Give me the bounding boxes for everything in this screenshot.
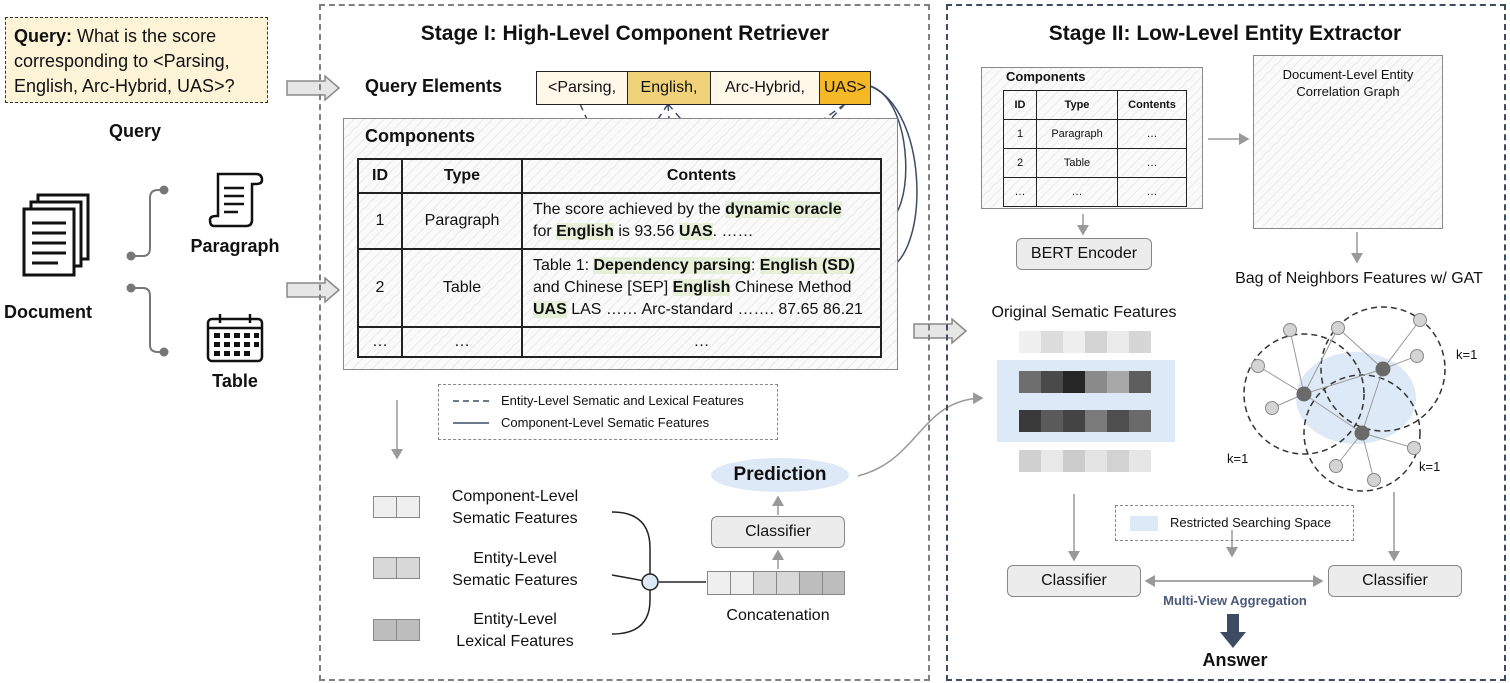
legend-line-icons — [453, 400, 489, 424]
document-label: Document — [3, 302, 92, 322]
query-caption: Query — [108, 121, 162, 141]
row2-contents: Table 1: Dependency parsing: English (SD… — [521, 248, 882, 328]
stage1-title: Stage I: High-Level Component Retriever — [420, 22, 830, 45]
stage1-classifier: Classifier — [711, 516, 845, 548]
query-to-stage1-arrow — [286, 74, 341, 102]
bert-encoder: BERT Encoder — [1016, 238, 1152, 270]
paragraph-label: Paragraph — [190, 236, 280, 256]
k-label-2: k=1 — [1227, 451, 1249, 466]
table-row: 2 Table Table 1: Dependency parsing: Eng… — [357, 248, 882, 328]
entity-graph-box — [1253, 55, 1443, 229]
prediction-label: Prediction — [711, 458, 849, 492]
doc-tree-upper — [131, 189, 164, 257]
stage2-classifier-right: Classifier — [1328, 565, 1462, 597]
table-row: 1 Paragraph The score achieved by the dy… — [357, 192, 882, 250]
concatenation-label: Concatenation — [726, 607, 830, 624]
legend-dashed-label: Entity-Level Sematic and Lexical Feature… — [501, 393, 744, 408]
stage1-panel — [319, 4, 930, 681]
stage1-components-table: ID Type Contents 1 Paragraph The score a… — [357, 158, 882, 358]
concatenation-strip — [707, 571, 845, 595]
scroll-icon — [208, 172, 264, 228]
answer-arrow — [1220, 614, 1246, 648]
bag-of-neighbors-label: Bag of Neighbors Features w/ GAT — [1235, 270, 1483, 287]
gat-neighbors — [1243, 306, 1446, 492]
stage2-title: Stage II: Low-Level Entity Extractor — [1048, 22, 1402, 45]
query-element-parsing: <Parsing, — [536, 71, 628, 105]
document-to-stage1-arrow — [286, 276, 341, 304]
stage1-legend: Entity-Level Sematic and Lexical Feature… — [438, 384, 778, 440]
query-element-arc-hybrid: Arc-Hybrid, — [710, 71, 820, 105]
col-header-type: Type — [401, 158, 523, 194]
table-row: ……… — [1003, 177, 1187, 207]
query-box: Query: What is the score corresponding t… — [5, 17, 268, 103]
table-row: … … … — [357, 326, 882, 358]
document-icon — [22, 193, 90, 277]
restricted-swatch — [1130, 516, 1158, 531]
query-label: Query: — [14, 26, 73, 46]
query-element-english: English, — [627, 71, 711, 105]
col-header-contents: Contents — [521, 158, 882, 194]
row1-contents: The score achieved by the dynamic oracle… — [521, 192, 882, 250]
k-label-3: k=1 — [1419, 459, 1441, 474]
stage2-panel — [946, 4, 1506, 681]
col-header-id: ID — [357, 158, 403, 194]
stage1-to-stage2-arrow — [913, 317, 968, 345]
stage1-components-title: Components — [365, 126, 475, 146]
query-text: What is the score corresponding to <Pars… — [14, 26, 235, 96]
multi-view-aggregation-label: Multi-View Aggregation — [1163, 593, 1307, 608]
doc-tree-lower — [131, 287, 164, 353]
table-label: Table — [212, 371, 258, 391]
stage2-components-title: Components — [1006, 69, 1086, 84]
original-features-label: Original Sematic Features — [991, 304, 1177, 321]
query-element-uas: UAS> — [819, 71, 871, 105]
table-calendar-icon — [206, 314, 264, 363]
k-label-1: k=1 — [1456, 347, 1478, 362]
restricted-label: Restricted Searching Space — [1170, 515, 1332, 530]
stage2-classifier-left: Classifier — [1007, 565, 1141, 597]
restricted-legend: Restricted Searching Space — [1115, 505, 1354, 541]
answer-label: Answer — [1202, 650, 1268, 670]
query-elements-label: Query Elements — [365, 76, 503, 96]
legend-solid-label: Component-Level Sematic Features — [501, 415, 710, 430]
